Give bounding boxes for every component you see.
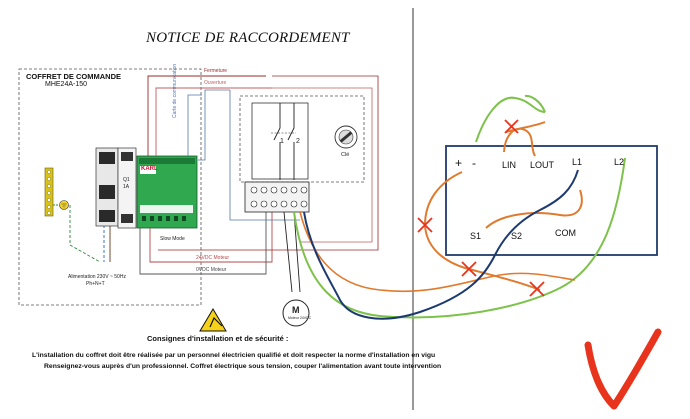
module-brand: KARL xyxy=(141,166,158,172)
key-label: Clé xyxy=(341,152,350,158)
annotation-box xyxy=(445,145,658,256)
fuse-block xyxy=(117,147,137,229)
consignes-heading: Consignes d'installation et de sécurité … xyxy=(147,334,289,343)
check-mark-icon xyxy=(584,328,662,410)
label-0vdc: 0VDC Moteur xyxy=(196,267,227,273)
coffret-outline xyxy=(18,68,202,306)
notice-line-2: Renseignez-vous auprès d'un professionne… xyxy=(44,363,442,370)
label-24vdc: 24VDC Moteur xyxy=(196,255,230,261)
notice-line-1: L'installation du coffret doit être réal… xyxy=(32,352,436,359)
coffret-title: COFFRET DE COMMANDE xyxy=(26,72,121,81)
label-fermeture: Fermeture xyxy=(204,68,228,74)
label-alimentation: Alimentation 230V ~ 50Hz xyxy=(68,274,126,280)
label-ouverture: Ouverture xyxy=(204,80,227,86)
annot-s2: S2 xyxy=(511,231,523,241)
contact-1: 1 xyxy=(280,138,284,145)
annot-s1: S1 xyxy=(470,231,482,241)
cross-marks xyxy=(417,119,545,297)
annot-l1: L1 xyxy=(572,157,583,167)
annot-minus: - xyxy=(472,156,476,170)
motor-label: M xyxy=(292,305,300,315)
motor-icon xyxy=(282,299,310,327)
annot-plus: + xyxy=(455,156,463,170)
page-title: NOTICE DE RACCORDEMENT xyxy=(146,30,350,46)
annot-com: COM xyxy=(555,228,576,238)
warning-icon xyxy=(199,308,227,332)
label-carte-comm: Carte de communication xyxy=(172,63,178,118)
contact-2: 2 xyxy=(296,138,300,145)
fuse-q1: Q1 xyxy=(123,177,130,183)
motor-sub: Moteur 24VDC xyxy=(288,316,312,320)
ground-icon xyxy=(59,200,69,210)
annot-l2: L2 xyxy=(614,157,625,167)
coffret-model: MHE24A-150 xyxy=(45,81,88,88)
label-alimentation-sub: Ph+N+T xyxy=(86,281,105,287)
module-slow-mode: Slow Mode xyxy=(160,236,185,242)
annot-lout: LOUT xyxy=(530,160,555,170)
annot-lin: LIN xyxy=(502,160,517,170)
terminal-block xyxy=(244,181,310,213)
fuse-rating: 1A xyxy=(123,184,130,190)
